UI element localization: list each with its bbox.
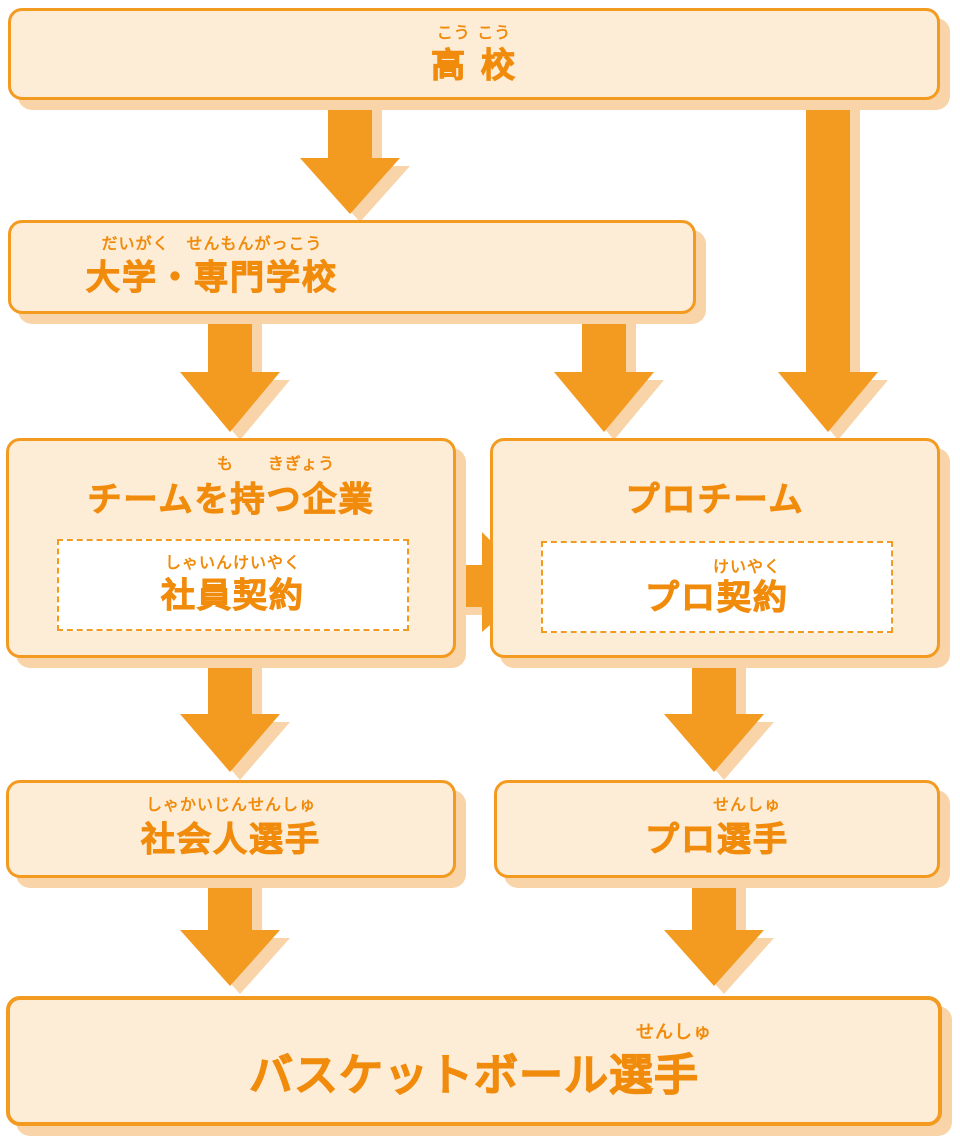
node-university-label: 大学・専門学校 xyxy=(86,258,338,298)
node-university-reading: だいがく せんもんがっこう xyxy=(101,234,323,253)
node-high-school-label: 高 校 xyxy=(431,46,517,86)
pro-contract-reading: けいやく xyxy=(712,557,781,576)
node-basketball-player: せんしゅ バスケットボール選手 xyxy=(6,996,942,1126)
node-pro-player-label: プロ選手 xyxy=(645,820,789,860)
node-corporate-player-reading: しゃかいじんせんしゅ xyxy=(145,795,316,814)
node-company-team-reading: も きぎょう xyxy=(216,454,336,473)
node-pro-player: せんしゅ プロ選手 xyxy=(494,780,940,878)
node-basketball-player-reading: せんしゅ xyxy=(636,1022,712,1043)
node-pro-team-label: プロチーム xyxy=(625,480,805,520)
node-university: だいがく せんもんがっこう 大学・専門学校 xyxy=(8,220,696,314)
arrow-proteam-to-proplayer xyxy=(664,658,764,772)
pro-contract-label: プロ契約 xyxy=(645,578,789,618)
node-corporate-player-label: 社会人選手 xyxy=(141,820,321,860)
arrow-highschool-to-university xyxy=(300,100,400,214)
arrow-proplayer-to-basketballplayer xyxy=(664,878,764,986)
arrow-highschool-to-proteam xyxy=(778,100,878,432)
node-pro-player-reading: せんしゅ xyxy=(712,795,781,814)
node-pro-team: プロチーム けいやく プロ契約 xyxy=(490,438,940,658)
node-corporate-player: しゃかいじんせんしゅ 社会人選手 xyxy=(6,780,456,878)
company-team-contract-box: しゃいんけいやく 社員契約 xyxy=(57,539,409,631)
employee-contract-label: 社員契約 xyxy=(161,576,305,616)
node-company-team-label: チームを持つ企業 xyxy=(87,480,375,520)
arrow-university-to-companyteam xyxy=(180,314,280,432)
arrow-university-to-proteam xyxy=(554,314,654,432)
arrow-corporateplayer-to-basketballplayer xyxy=(180,878,280,986)
pro-team-contract-box: けいやく プロ契約 xyxy=(541,541,893,633)
node-company-team: も きぎょう チームを持つ企業 しゃいんけいやく 社員契約 xyxy=(6,438,456,658)
employee-contract-reading: しゃいんけいやく xyxy=(164,553,301,572)
node-basketball-player-label: バスケットボール選手 xyxy=(249,1050,699,1101)
node-high-school: こう こう 高 校 xyxy=(8,8,940,100)
arrow-companyteam-to-corporateplayer xyxy=(180,658,280,772)
node-high-school-reading: こう こう xyxy=(436,23,512,42)
